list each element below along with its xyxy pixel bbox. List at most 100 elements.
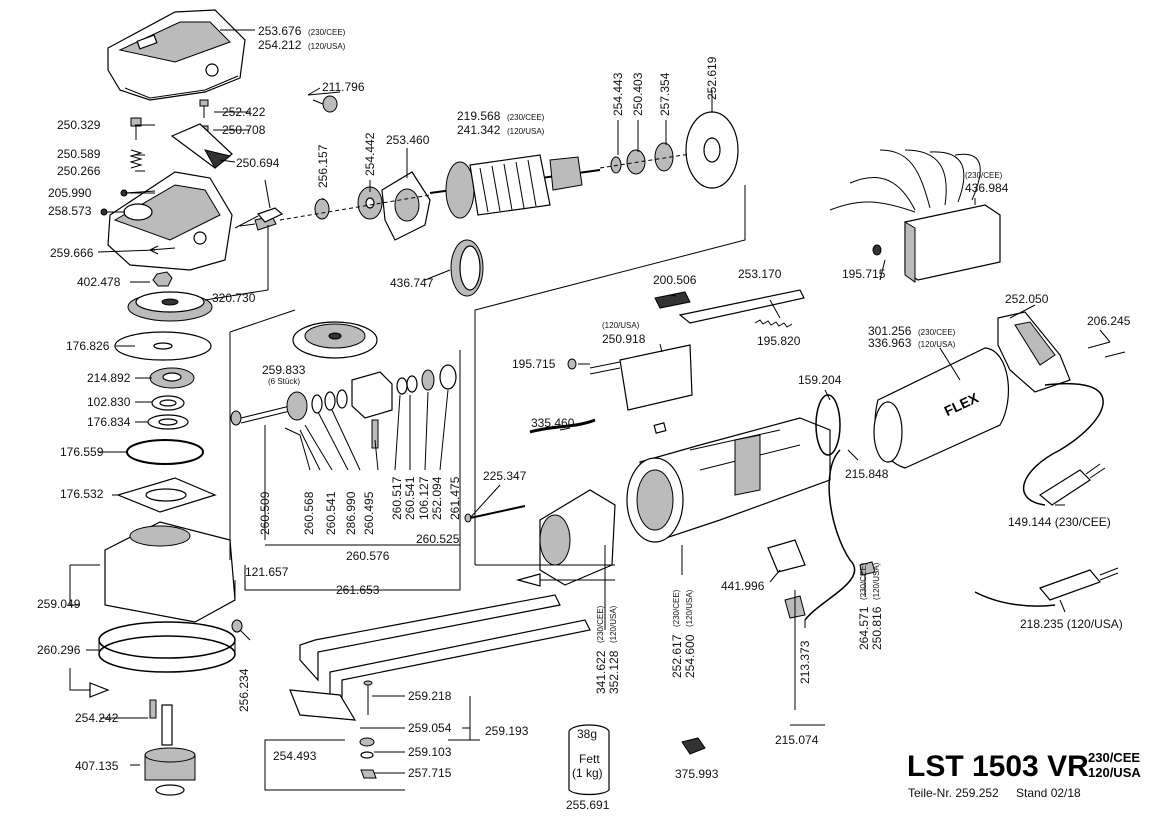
- armature-part: [429, 154, 601, 219]
- direction-arrow-large: [474, 540, 615, 587]
- label-106127: 106.127: [417, 476, 431, 520]
- grease-amount: (1 kg): [572, 766, 603, 780]
- label-301256-note: (230/CEE): [918, 328, 956, 337]
- rear-cover-part: [873, 347, 1010, 469]
- label-436747: 436.747: [390, 276, 434, 290]
- label-259103: 259.103: [408, 745, 452, 759]
- label-259193: 259.193: [485, 724, 529, 738]
- label-159204: 159.204: [798, 373, 842, 387]
- label-441996: 441.996: [721, 579, 765, 593]
- label-252422: 252.422: [222, 105, 266, 119]
- label-252617: 252.617: [670, 634, 684, 678]
- label-252050: 252.050: [1005, 292, 1049, 306]
- variant-usa: 120/USA: [1088, 765, 1141, 780]
- label-252619: 252.619: [705, 56, 719, 100]
- grease-name: Fett: [579, 752, 600, 766]
- label-225347: 225.347: [483, 469, 527, 483]
- label-253460: 253.460: [386, 133, 430, 147]
- label-215074: 215.074: [775, 733, 819, 747]
- plug-usa-part: [1038, 567, 1119, 601]
- model-title: LST 1503 VR: [907, 750, 1089, 783]
- wrench-hardware-part: [359, 680, 377, 779]
- label-260517: 260.517: [390, 476, 404, 520]
- screw-part: [312, 95, 338, 113]
- label-253676-note: (230/CEE): [308, 28, 346, 37]
- cable-clip-part: [859, 561, 876, 576]
- plug-cee-part: [1038, 463, 1106, 506]
- nut-part: [152, 271, 173, 287]
- label-336963-note: (120/USA): [918, 340, 956, 349]
- label-260495: 260.495: [362, 491, 376, 535]
- label-219568: 219.568: [457, 109, 501, 123]
- part-number: Teile-Nr. 259.252: [908, 786, 999, 800]
- gear-housing-part: [107, 171, 233, 271]
- label-261475: 261.475: [448, 476, 462, 520]
- label-341622: 341.622: [594, 650, 608, 694]
- label-256234: 256.234: [237, 668, 251, 712]
- label-260541: 260.541: [324, 491, 338, 535]
- switch-part: [567, 344, 693, 411]
- label-335460: 335.460: [531, 416, 575, 430]
- label-254493: 254.493: [273, 749, 317, 763]
- grease-weight: 38g: [577, 727, 597, 741]
- cable-tube-part: [529, 418, 596, 434]
- power-cord-part: [804, 382, 1104, 621]
- label-254600-note: (120/USA): [685, 589, 694, 627]
- label-176834: 176.834: [87, 415, 131, 429]
- label-254212: 254.212: [258, 38, 302, 52]
- label-260296: 260.296: [37, 643, 81, 657]
- label-211796: 211.796: [322, 80, 365, 94]
- block-part: [681, 737, 706, 755]
- label-250589: 250.589: [57, 147, 101, 161]
- fan-part: [450, 239, 484, 297]
- label-259833: 259.833: [262, 363, 306, 377]
- washer-part: [114, 331, 212, 361]
- small-washer-part: [147, 414, 189, 430]
- label-250329: 250.329: [57, 118, 101, 132]
- part-labels: 253.676 (230/CEE) 254.212 (120/USA) 211.…: [37, 24, 1131, 812]
- label-320730: 320.730: [212, 291, 256, 305]
- wrench-part: [289, 594, 591, 721]
- label-254443: 254.443: [611, 72, 625, 116]
- label-219568-note: (230/CEE): [507, 113, 545, 122]
- label-149144: 149.144 (230/CEE): [1008, 515, 1111, 529]
- handle-part: [997, 311, 1071, 393]
- label-214892: 214.892: [87, 371, 131, 385]
- disc-plate-part: [292, 321, 378, 359]
- label-250708: 250.708: [222, 123, 266, 137]
- motor-housing-part: [626, 417, 831, 543]
- bearing-part: [149, 367, 195, 389]
- electronics-module-part: [829, 149, 1001, 283]
- side-screw-part: [231, 619, 251, 641]
- label-259218: 259.218: [408, 689, 452, 703]
- label-352128-note: (120/USA): [609, 605, 618, 643]
- label-250816-note: (120/USA): [872, 562, 881, 600]
- label-260568: 260.568: [302, 491, 316, 535]
- label-206245: 206.245: [1087, 314, 1131, 328]
- label-195715b: 195.715: [512, 357, 556, 371]
- o-ring-part: [126, 439, 204, 465]
- brush-part: [653, 422, 667, 434]
- label-436984: 436.984: [965, 181, 1009, 195]
- label-260541b: 260.541: [403, 476, 417, 520]
- label-176559: 176.559: [60, 445, 104, 459]
- label-218235: 218.235 (120/USA): [1020, 617, 1123, 631]
- label-286990: 286.990: [344, 491, 358, 535]
- label-259833-note: (6 Stück): [268, 377, 300, 386]
- right-bearings-part: [610, 111, 739, 189]
- label-leader-lines: [69, 29, 1111, 791]
- long-screw-part: [464, 505, 526, 523]
- stand-date: Stand 02/18: [1016, 786, 1081, 800]
- label-241342-note: (120/USA): [507, 127, 545, 136]
- label-301256: 301.256: [868, 324, 912, 338]
- end-plate-part: [381, 171, 431, 241]
- label-341622-note: (230/CEE): [596, 605, 605, 643]
- direction-arrow: [69, 668, 110, 698]
- switch-rod-part: [678, 289, 805, 328]
- label-250403: 250.403: [631, 72, 645, 116]
- label-250918-note: (120/USA): [602, 321, 640, 330]
- label-176826: 176.826: [66, 339, 110, 353]
- label-407135: 407.135: [75, 759, 119, 773]
- label-254600: 254.600: [683, 634, 697, 678]
